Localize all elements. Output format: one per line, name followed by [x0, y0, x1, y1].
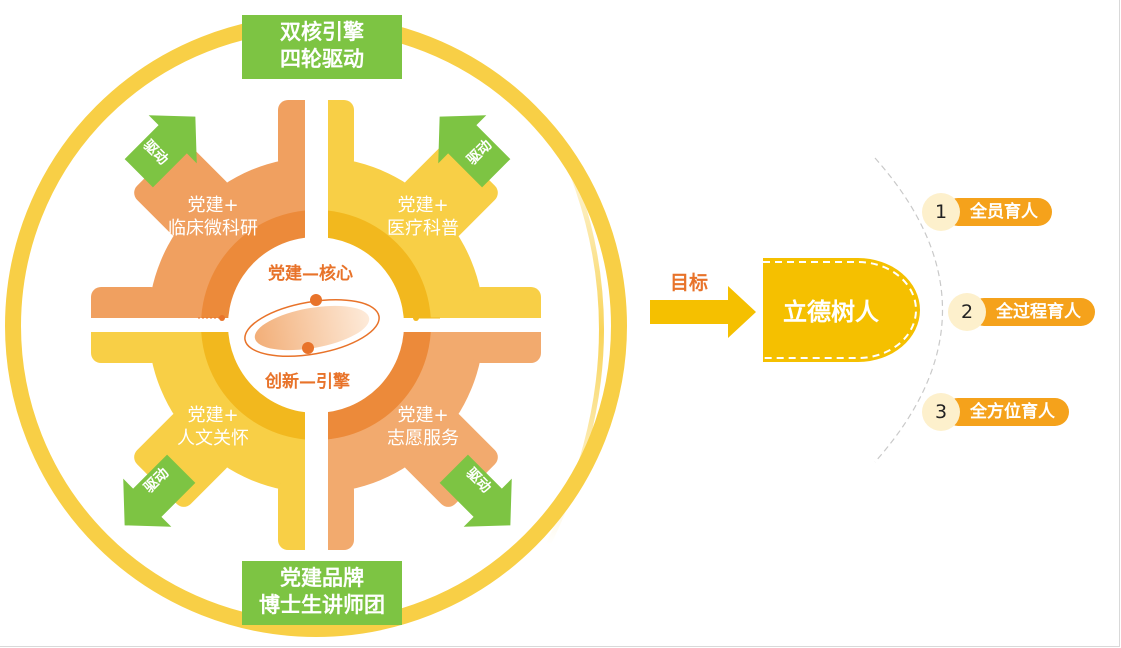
gear-tl-line1: 党建+	[187, 195, 239, 216]
core-text-bottom: 创新—引擎	[265, 372, 350, 392]
goal-shape	[763, 258, 920, 362]
core-dot-bottom	[302, 342, 314, 354]
item-label: 全过程育人	[970, 298, 1095, 326]
gear-bl-line1: 党建+	[187, 405, 239, 426]
fade-arc	[545, 118, 604, 547]
bottom-box-line1: 党建品牌	[280, 565, 364, 590]
item-number: 2	[948, 293, 986, 331]
item-number: 1	[922, 193, 960, 231]
top-engine-box: 双核引擎 四轮驱动	[242, 15, 402, 79]
items-arc	[874, 157, 944, 463]
top-box-line2: 四轮驱动	[280, 46, 364, 71]
core-tick-right-dot	[413, 315, 419, 321]
core-orbit-ring	[244, 299, 380, 357]
gear-bl-line2: 人文关怀	[177, 428, 249, 449]
bottom-box-line2: 博士生讲师团	[259, 592, 385, 617]
item-label: 全员育人	[944, 198, 1052, 226]
core-text-top: 党建—核心	[268, 264, 353, 284]
drive-arrow-br	[439, 454, 512, 527]
gear-label-tr: 党建+ 医疗科普	[358, 194, 488, 240]
core-dot-top	[310, 294, 322, 306]
gear-label-tl: 党建+ 临床微科研	[148, 194, 278, 240]
gear-br-line1: 党建+	[397, 405, 449, 426]
core-tick-left-dot	[219, 315, 225, 321]
gear-label-bl: 党建+ 人文关怀	[148, 404, 278, 450]
bottom-brand-box: 党建品牌 博士生讲师团	[242, 561, 402, 625]
item-number: 3	[922, 393, 960, 431]
top-box-line1: 双核引擎	[280, 19, 364, 44]
target-arrow	[650, 286, 756, 338]
gear-tl-line2: 临床微科研	[168, 218, 258, 239]
gear-label-br: 党建+ 志愿服务	[358, 404, 488, 450]
gear-tr-line1: 党建+	[397, 195, 449, 216]
drive-arrow-tl	[124, 115, 197, 188]
goal-text: 立德树人	[783, 298, 879, 326]
core-orbit-fill	[254, 305, 370, 351]
drive-arrow-tr	[438, 115, 511, 188]
item-label: 全方位育人	[944, 398, 1069, 426]
gear-br-line2: 志愿服务	[387, 428, 459, 449]
gear-tr-line2: 医疗科普	[387, 218, 459, 239]
drive-arrow-bl	[123, 454, 196, 527]
target-label: 目标	[670, 272, 709, 294]
